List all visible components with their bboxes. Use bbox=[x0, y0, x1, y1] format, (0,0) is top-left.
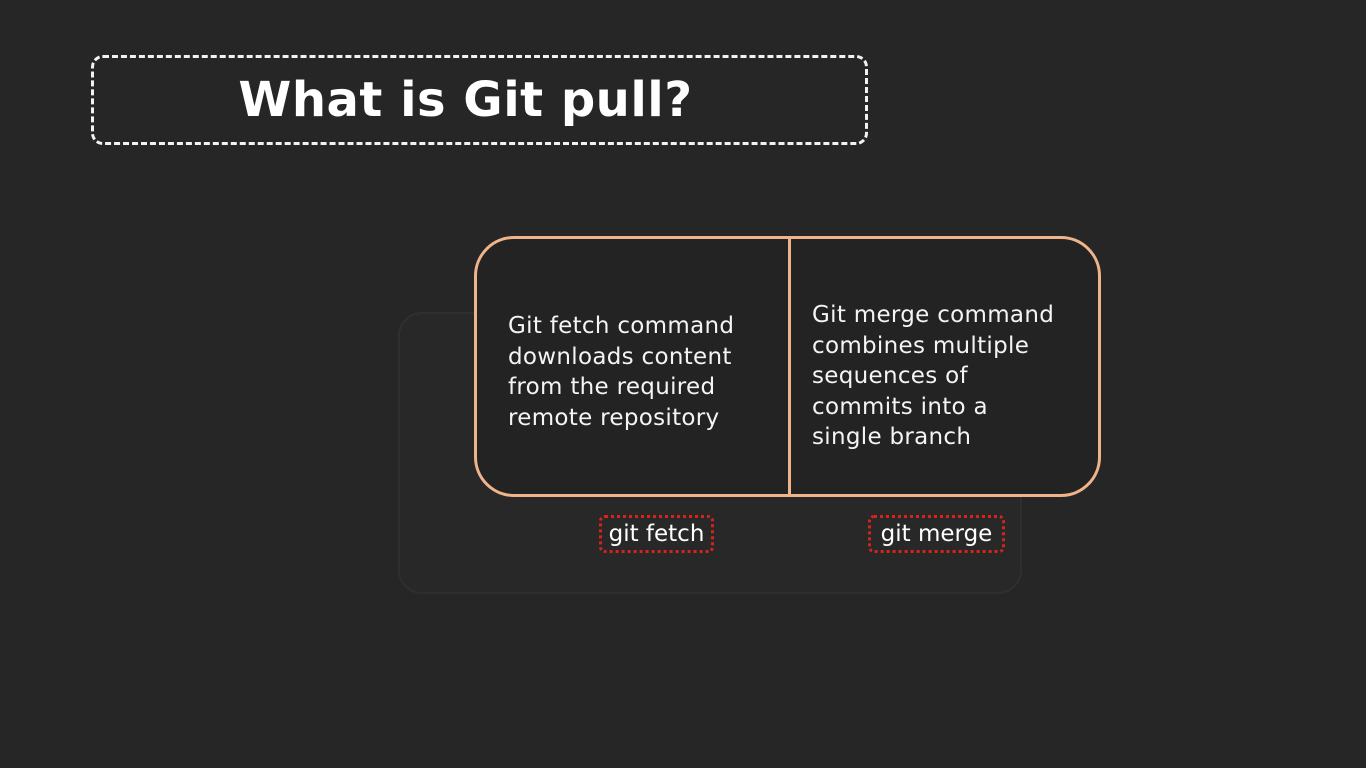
comparison-box: Git fetch command downloads content from… bbox=[474, 236, 1101, 497]
git-fetch-description: Git fetch command downloads content from… bbox=[508, 313, 735, 431]
title-frame: What is Git pull? bbox=[91, 55, 868, 145]
slide-title: What is Git pull? bbox=[238, 72, 693, 128]
git-merge-tag: git merge bbox=[868, 515, 1005, 553]
git-merge-description: Git merge command combines multiple sequ… bbox=[812, 302, 1055, 450]
box-divider bbox=[788, 239, 791, 494]
git-fetch-tag: git fetch bbox=[599, 515, 714, 553]
